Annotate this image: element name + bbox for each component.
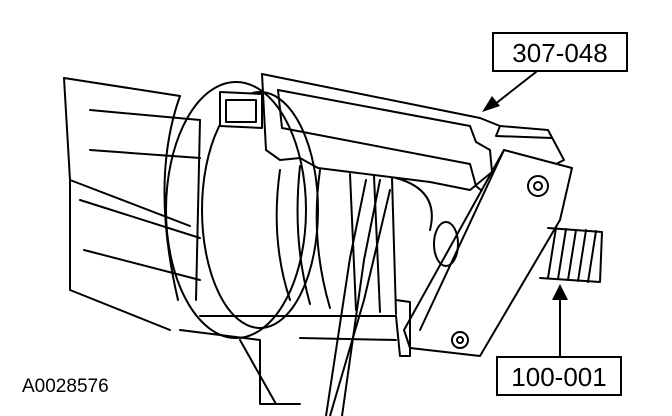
figure-id: A0028576 — [22, 376, 109, 397]
leader-lines — [489, 71, 561, 357]
callout-100-001-label: 100-001 — [511, 362, 607, 392]
callout-100-001: 100-001 — [496, 356, 622, 396]
tool-307-048-body — [261, 73, 565, 197]
support-frame — [179, 179, 411, 416]
callout-307-048-label: 307-048 — [512, 38, 608, 68]
callout-307-048: 307-048 — [492, 32, 628, 72]
arrowhead-100-001 — [552, 284, 568, 300]
forcing-screw — [539, 227, 603, 283]
arrowhead-307-048 — [482, 96, 500, 112]
shaft-housing — [63, 77, 201, 331]
puller-plate — [403, 149, 573, 357]
collar-ring — [165, 81, 319, 339]
